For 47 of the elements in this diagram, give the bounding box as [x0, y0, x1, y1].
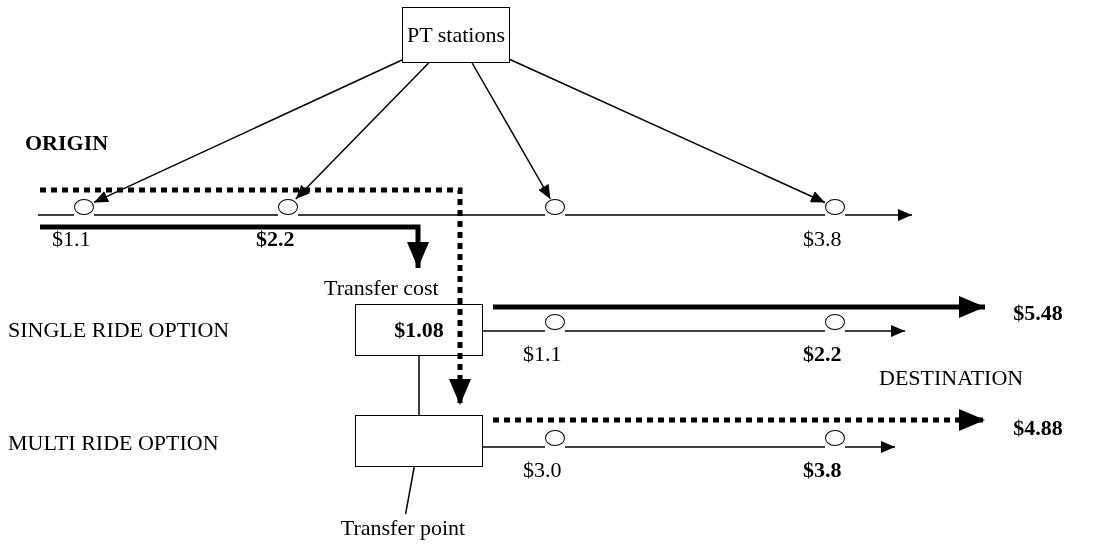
fare-total: $5.48: [1000, 298, 1076, 328]
transfer-box: [355, 415, 483, 467]
origin-label: ORIGIN: [25, 131, 109, 156]
connector-line: [297, 214, 546, 216]
connector-line: [37, 214, 75, 216]
arrow: [93, 59, 403, 204]
arrow: [493, 409, 985, 431]
price-label: $3.8: [803, 458, 842, 483]
option-label: MULTI RIDE OPTION: [8, 431, 219, 456]
station-circle: [545, 430, 565, 446]
price-label: $2.2: [256, 227, 295, 252]
fare-box: $1.08: [355, 304, 483, 356]
destination-label: DESTINATION: [879, 366, 1024, 391]
price-label: $2.2: [803, 342, 842, 367]
station-circle: [825, 199, 845, 215]
arrow: [493, 296, 985, 318]
label-box: PT stations: [402, 7, 510, 63]
point-label: Transfer point: [310, 514, 496, 542]
price-label: $3.8: [803, 227, 842, 252]
connector-line: [418, 355, 420, 416]
arrow: [844, 441, 896, 453]
arrow: [471, 62, 552, 200]
connector-line: [404, 466, 415, 515]
arrow: [844, 209, 913, 221]
connector-line: [564, 330, 826, 332]
cost-label: Transfer cost: [324, 276, 439, 301]
connector-line: [482, 446, 546, 448]
station-circle: [825, 430, 845, 446]
connector-line: [564, 214, 826, 216]
connector-line: [93, 214, 279, 216]
station-circle: [545, 314, 565, 330]
arrow: [40, 187, 471, 405]
arrow: [295, 62, 430, 200]
station-circle: [825, 314, 845, 330]
price-label: $3.0: [523, 458, 562, 483]
connector-line: [482, 330, 546, 332]
fare-total: $4.88: [1000, 413, 1076, 443]
arrow: [40, 224, 429, 268]
arrow: [844, 325, 906, 337]
price-label: $1.1: [52, 227, 91, 252]
station-circle: [545, 199, 565, 215]
station-circle: [74, 199, 94, 215]
option-label: SINGLE RIDE OPTION: [8, 318, 230, 343]
price-label: $1.1: [523, 342, 562, 367]
station-circle: [278, 199, 298, 215]
arrow: [509, 58, 826, 204]
connector-line: [564, 446, 826, 448]
